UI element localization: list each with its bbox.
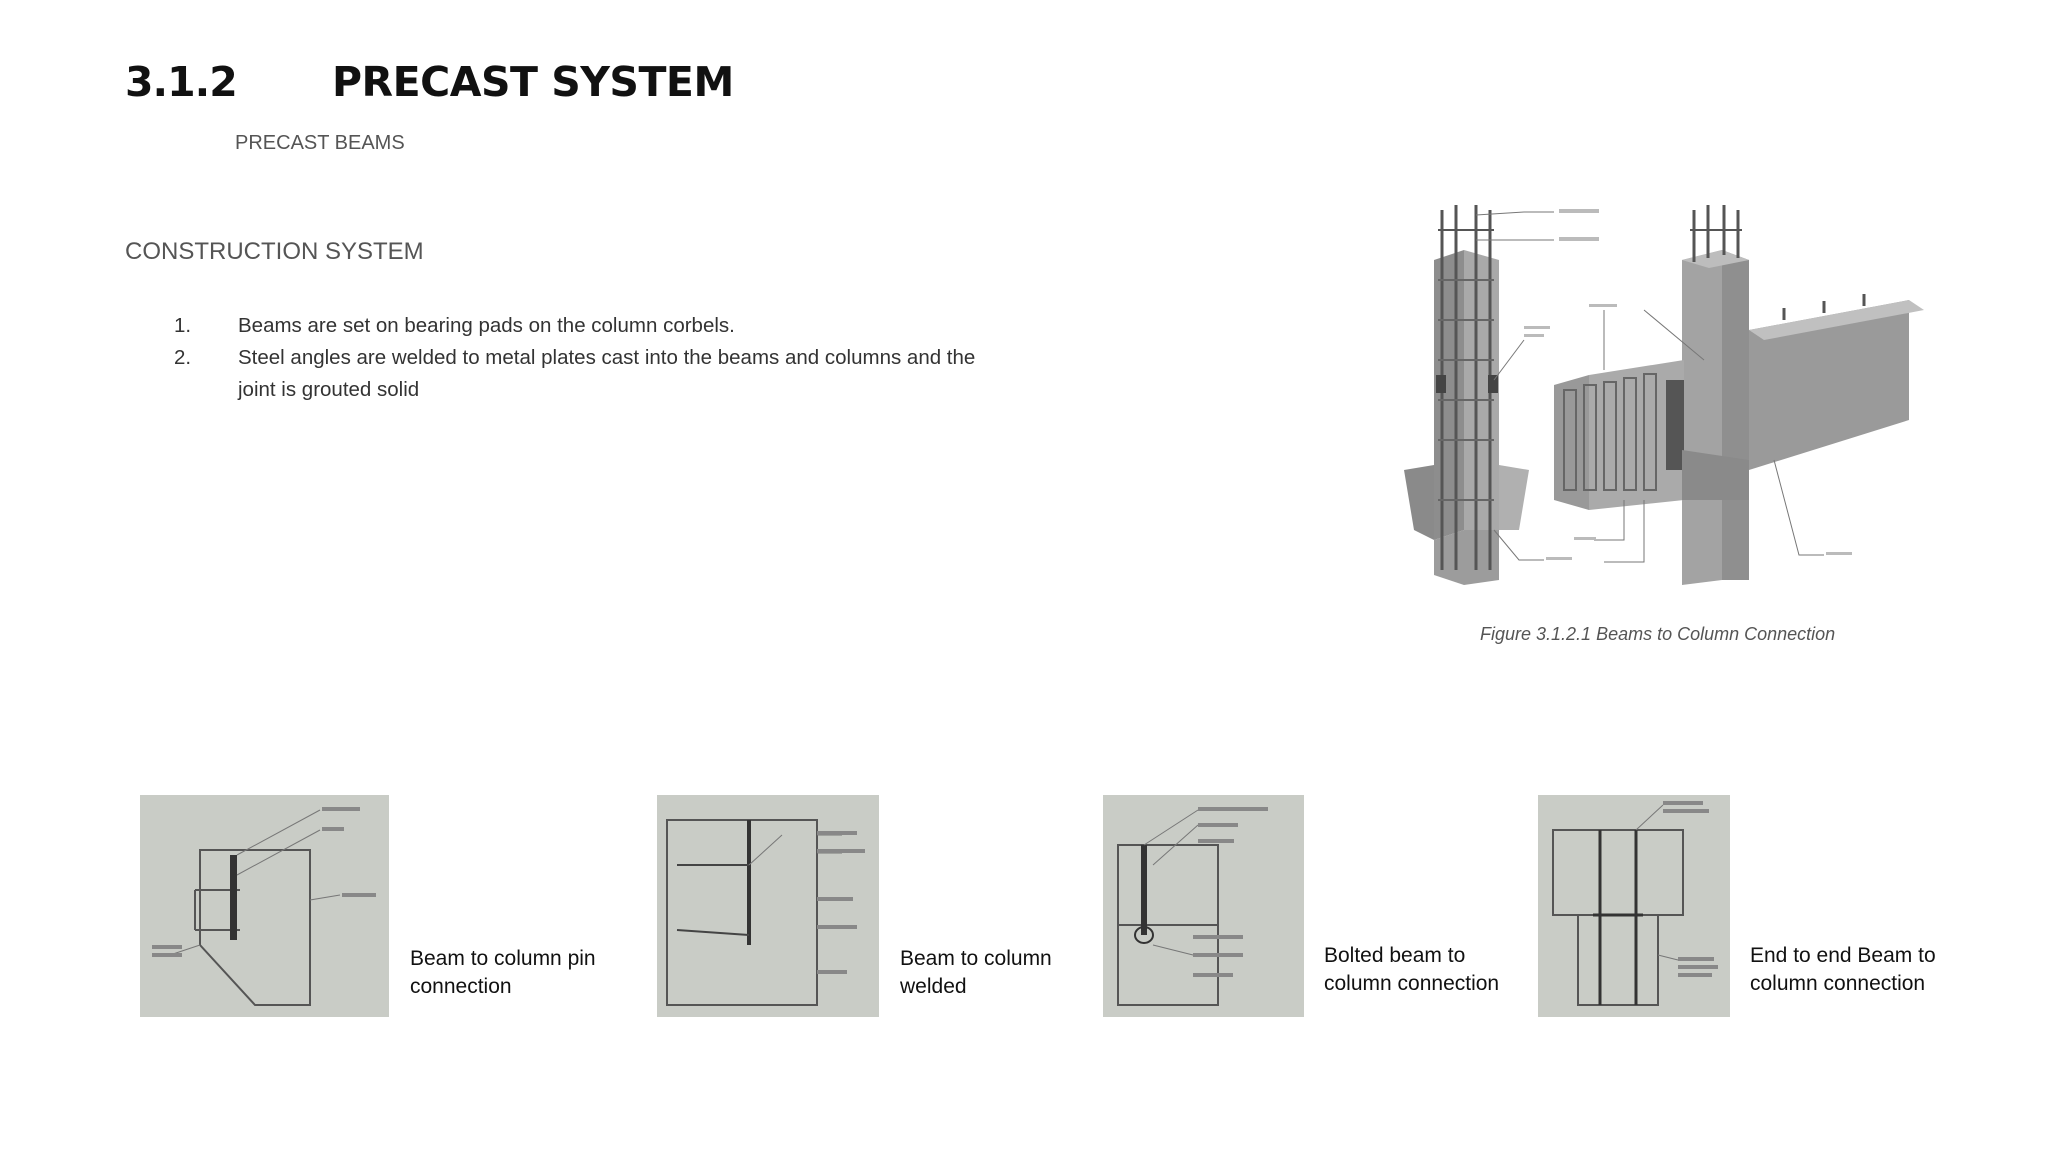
connection-caption: Beam to column pin connection xyxy=(410,947,596,998)
end-to-end-connection-detail xyxy=(1538,795,1730,1017)
beam-column-connection-illustration xyxy=(1404,200,1924,590)
page-title: PRECAST SYSTEM xyxy=(332,58,734,106)
step-text: Beams are set on bearing pads on the col… xyxy=(238,314,735,337)
pin-connection-detail xyxy=(140,795,389,1017)
connection-caption: Beam to column welded xyxy=(900,947,1052,998)
step-number: 2. xyxy=(174,346,192,369)
welded-connection-detail xyxy=(657,795,879,1017)
list-item: 2. Steel angles are welded to metal plat… xyxy=(174,342,994,406)
step-number: 1. xyxy=(174,314,192,337)
list-item: 1. Beams are set on bearing pads on the … xyxy=(174,310,994,342)
section-number: 3.1.2 xyxy=(125,58,238,106)
figure-caption: Figure 3.1.2.1 Beams to Column Connectio… xyxy=(1480,624,1836,644)
page-subtitle: PRECAST BEAMS xyxy=(235,132,405,154)
bolted-connection-detail xyxy=(1103,795,1304,1017)
construction-system-label: CONSTRUCTION SYSTEM xyxy=(125,238,424,265)
construction-steps-list: 1. Beams are set on bearing pads on the … xyxy=(174,310,994,406)
connection-caption: End to end Beam to column connection xyxy=(1750,944,1936,995)
connection-caption: Bolted beam to column connection xyxy=(1324,944,1500,995)
step-text: Steel angles are welded to metal plates … xyxy=(238,346,976,401)
